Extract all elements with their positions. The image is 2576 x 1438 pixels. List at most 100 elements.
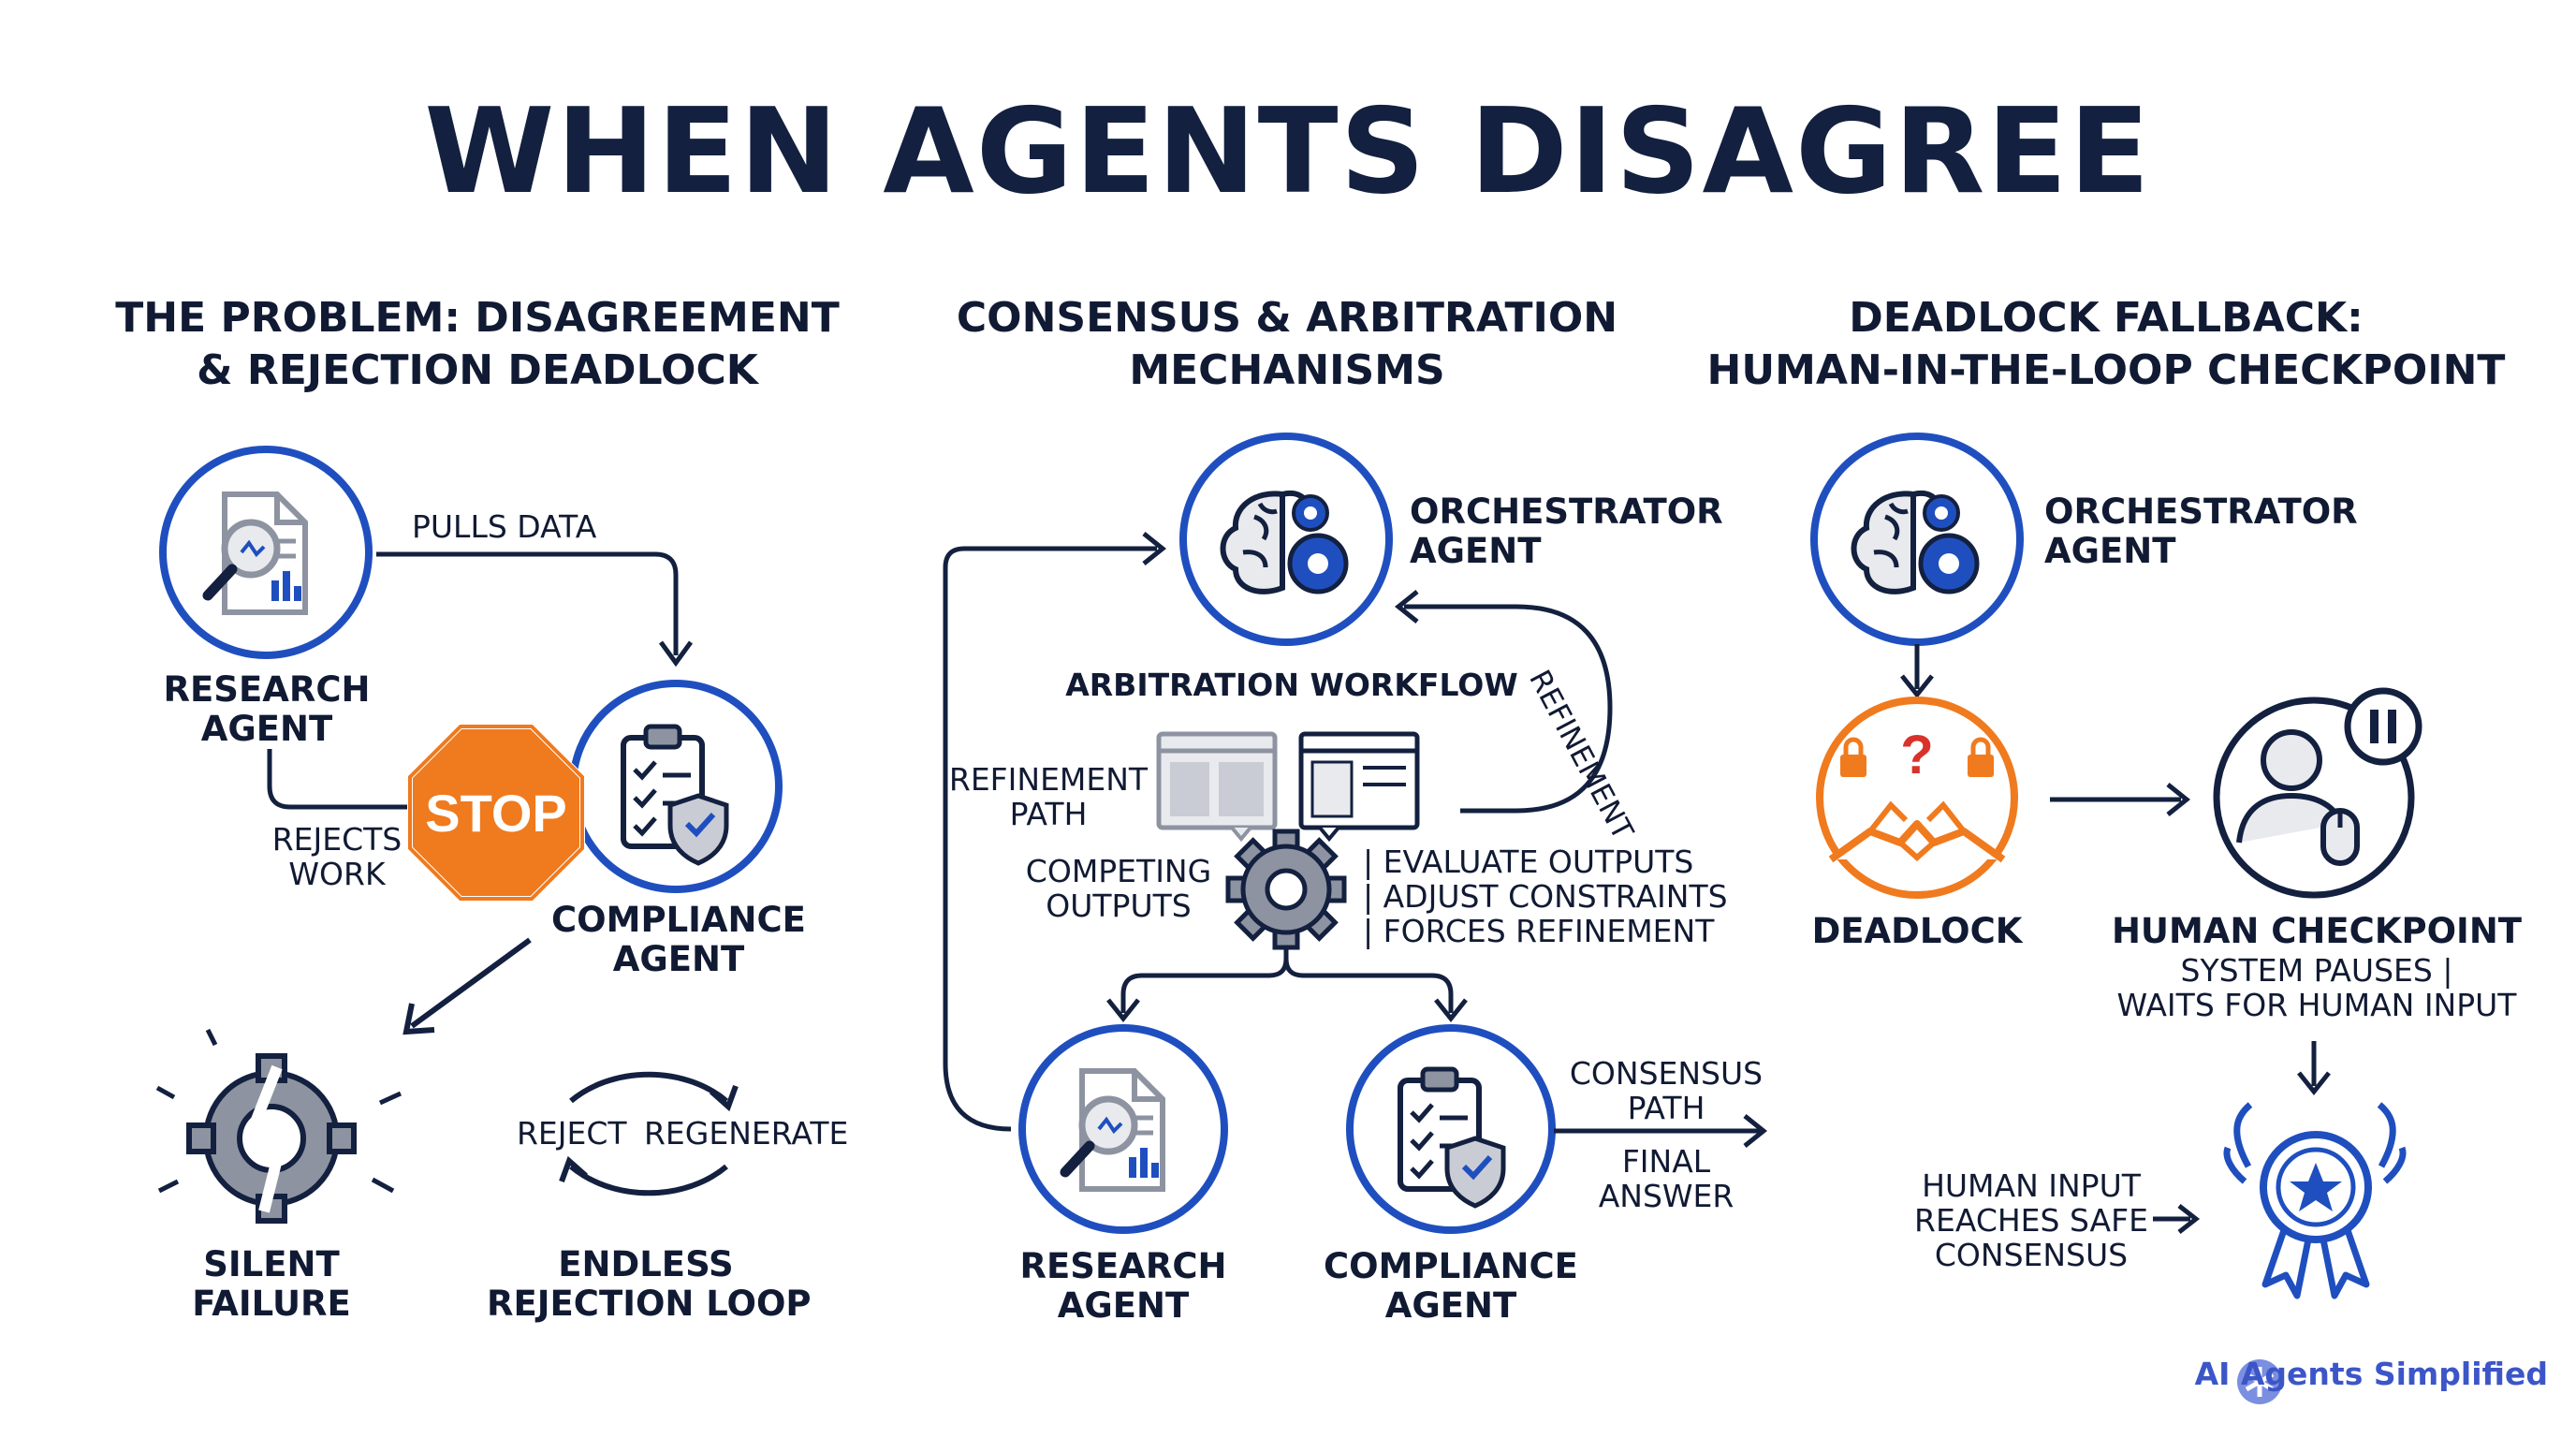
stop-sign-icon: STOP bbox=[407, 724, 585, 902]
research-agent-label: RESEARCH AGENT bbox=[992, 1247, 1254, 1326]
label-line-1: SYSTEM PAUSES | bbox=[2180, 952, 2453, 989]
pulls-data-label: PULLS DATA bbox=[412, 508, 597, 545]
document-search-icon bbox=[1065, 1071, 1163, 1189]
arrow-head bbox=[2297, 1071, 2331, 1096]
orchestrator-agent-label: ORCHESTRATOR AGENT bbox=[2044, 492, 2358, 571]
window-panel-icon bbox=[1156, 731, 1278, 843]
label-line-1: COMPLIANCE bbox=[551, 900, 806, 940]
endless-loop-label: ENDLESS REJECTION LOOP bbox=[487, 1244, 812, 1324]
arrow-head bbox=[402, 1003, 435, 1035]
label-line-2: OUTPUTS bbox=[1046, 888, 1192, 924]
column-heading-consensus: CONSENSUS & ARBITRATION MECHANISMS bbox=[899, 292, 1676, 397]
orchestrator-agent-node bbox=[1179, 433, 1393, 646]
label-line-1: COMPLIANCE bbox=[1324, 1246, 1578, 1286]
label-line-1: HUMAN INPUT bbox=[1922, 1167, 2141, 1204]
label-line-1: REFINEMENT bbox=[948, 761, 1149, 798]
human-input-label: HUMAN INPUT REACHES SAFE CONSENSUS bbox=[1910, 1168, 2153, 1272]
label-line-2: AGENT bbox=[1410, 531, 1542, 571]
compliance-agent-label: COMPLIANCE AGENT bbox=[1310, 1247, 1591, 1326]
label-line-1: ENDLESS bbox=[558, 1244, 734, 1284]
document-search-icon bbox=[208, 494, 305, 612]
svg-text:?: ? bbox=[1900, 725, 1933, 785]
brand-logo-icon bbox=[2237, 1359, 2282, 1404]
broken-gear-icon bbox=[155, 1028, 402, 1224]
heading-line-1: THE PROBLEM: DISAGREEMENT bbox=[115, 294, 840, 342]
split-arrow-left bbox=[1120, 949, 1289, 1013]
label-line-2: AGENT bbox=[2044, 531, 2176, 571]
rejects-work-label: REJECTS WORK bbox=[253, 822, 421, 891]
compliance-agent-node bbox=[1346, 1024, 1556, 1234]
silent-failure-label: SILENT FAILURE bbox=[140, 1245, 402, 1324]
label-line-1: RESEARCH bbox=[163, 669, 371, 710]
action-refine: | FORCES REFINEMENT bbox=[1363, 913, 1715, 949]
label-line-2: WAITS FOR HUMAN INPUT bbox=[2116, 987, 2517, 1023]
arrow-head bbox=[1142, 532, 1167, 565]
label-line-3: CONSENSUS bbox=[1934, 1237, 2129, 1273]
column-heading-problem: THE PROBLEM: DISAGREEMENT & REJECTION DE… bbox=[84, 292, 871, 397]
award-medal-icon bbox=[2223, 1102, 2407, 1299]
cycle-arrows-icon bbox=[559, 1071, 739, 1196]
gear-icon bbox=[1225, 829, 1347, 950]
label-line-1: CONSENSUS bbox=[1569, 1055, 1764, 1092]
final-answer-label: FINAL ANSWER bbox=[1563, 1144, 1769, 1213]
refinement-arrow bbox=[1404, 604, 1613, 814]
rejects-work-line bbox=[267, 749, 421, 810]
label-line-2: AGENT bbox=[1057, 1285, 1190, 1326]
orchestrator-agent-label: ORCHESTRATOR AGENT bbox=[1410, 492, 1723, 571]
label-line-1: RESEARCH bbox=[1019, 1246, 1227, 1286]
pulls-data-arrow bbox=[376, 551, 679, 655]
arrow-head bbox=[1106, 998, 1140, 1023]
label-line-2: WORK bbox=[288, 856, 386, 892]
arbitration-workflow-label: ARBITRATION WORKFLOW bbox=[1065, 667, 1518, 703]
deadlock-node: ? bbox=[1816, 697, 2018, 899]
label-line-2: AGENT bbox=[612, 939, 745, 979]
system-pauses-label: SYSTEM PAUSES | WAITS FOR HUMAN INPUT bbox=[2097, 953, 2537, 1022]
research-agent-node bbox=[1018, 1024, 1228, 1234]
research-agent-node bbox=[159, 446, 373, 659]
label-line-2: PATH bbox=[1009, 796, 1088, 832]
arrow-head bbox=[1434, 998, 1468, 1023]
stop-sign-text: STOP bbox=[425, 784, 566, 843]
arrow-head bbox=[1743, 1114, 1768, 1148]
label-line-1: REJECTS bbox=[271, 821, 402, 858]
label-line-1: ORCHESTRATOR bbox=[2044, 492, 2358, 532]
feedback-loop-line bbox=[943, 546, 1157, 1132]
action-evaluate: | EVALUATE OUTPUTS bbox=[1363, 844, 1694, 880]
arrow-head bbox=[2177, 1204, 2201, 1234]
label-line-2: AGENT bbox=[200, 709, 333, 749]
label-line-2: FAILURE bbox=[192, 1284, 351, 1324]
reject-label: REJECT bbox=[517, 1115, 627, 1152]
page-title: WHEN AGENTS DISAGREE bbox=[424, 82, 2152, 220]
label-line-2: ANSWER bbox=[1598, 1178, 1734, 1214]
user-pause-icon bbox=[2236, 687, 2422, 866]
arrow-head bbox=[2166, 783, 2191, 816]
heading-line-2: & REJECTION DEADLOCK bbox=[197, 346, 758, 394]
arbitration-actions: | EVALUATE OUTPUTS | ADJUST CONSTRAINTS … bbox=[1363, 844, 1728, 948]
label-line-2: REACHES SAFE bbox=[1914, 1202, 2148, 1239]
orchestrator-agent-node bbox=[1810, 433, 2024, 646]
regenerate-label: REGENERATE bbox=[644, 1115, 849, 1152]
brain-gears-icon bbox=[1223, 493, 1347, 592]
brand-name: AI Agents Simplified bbox=[2194, 1356, 2548, 1392]
arrow-head bbox=[1394, 590, 1419, 624]
label-line-2: AGENT bbox=[1384, 1285, 1517, 1326]
compliance-agent-node bbox=[569, 680, 783, 893]
label-line-1: FINAL bbox=[1621, 1143, 1711, 1180]
handshake-lock-icon: ? bbox=[1828, 725, 2006, 863]
arrow-head bbox=[658, 640, 694, 668]
heading-line-2: HUMAN-IN-THE-LOOP CHECKPOINT bbox=[1706, 346, 2506, 394]
label-line-2: PATH bbox=[1627, 1090, 1705, 1126]
heading-line-1: CONSENSUS & ARBITRATION bbox=[956, 294, 1618, 342]
label-line-1: SILENT bbox=[203, 1244, 340, 1284]
competing-outputs-label: COMPETING OUTPUTS bbox=[1011, 854, 1226, 923]
column-heading-fallback: DEADLOCK FALLBACK: HUMAN-IN-THE-LOOP CHE… bbox=[1666, 292, 2546, 397]
research-agent-label: RESEARCH AGENT bbox=[140, 670, 393, 749]
deadlock-label: DEADLOCK bbox=[1811, 911, 2023, 951]
refinement-path-label: REFINEMENT PATH bbox=[945, 762, 1151, 831]
heading-line-1: DEADLOCK FALLBACK: bbox=[1849, 294, 2364, 342]
window-panel-icon bbox=[1298, 731, 1420, 843]
brain-gears-icon bbox=[1854, 493, 1978, 592]
heading-line-2: MECHANISMS bbox=[1129, 346, 1445, 394]
human-checkpoint-node bbox=[2213, 687, 2422, 899]
